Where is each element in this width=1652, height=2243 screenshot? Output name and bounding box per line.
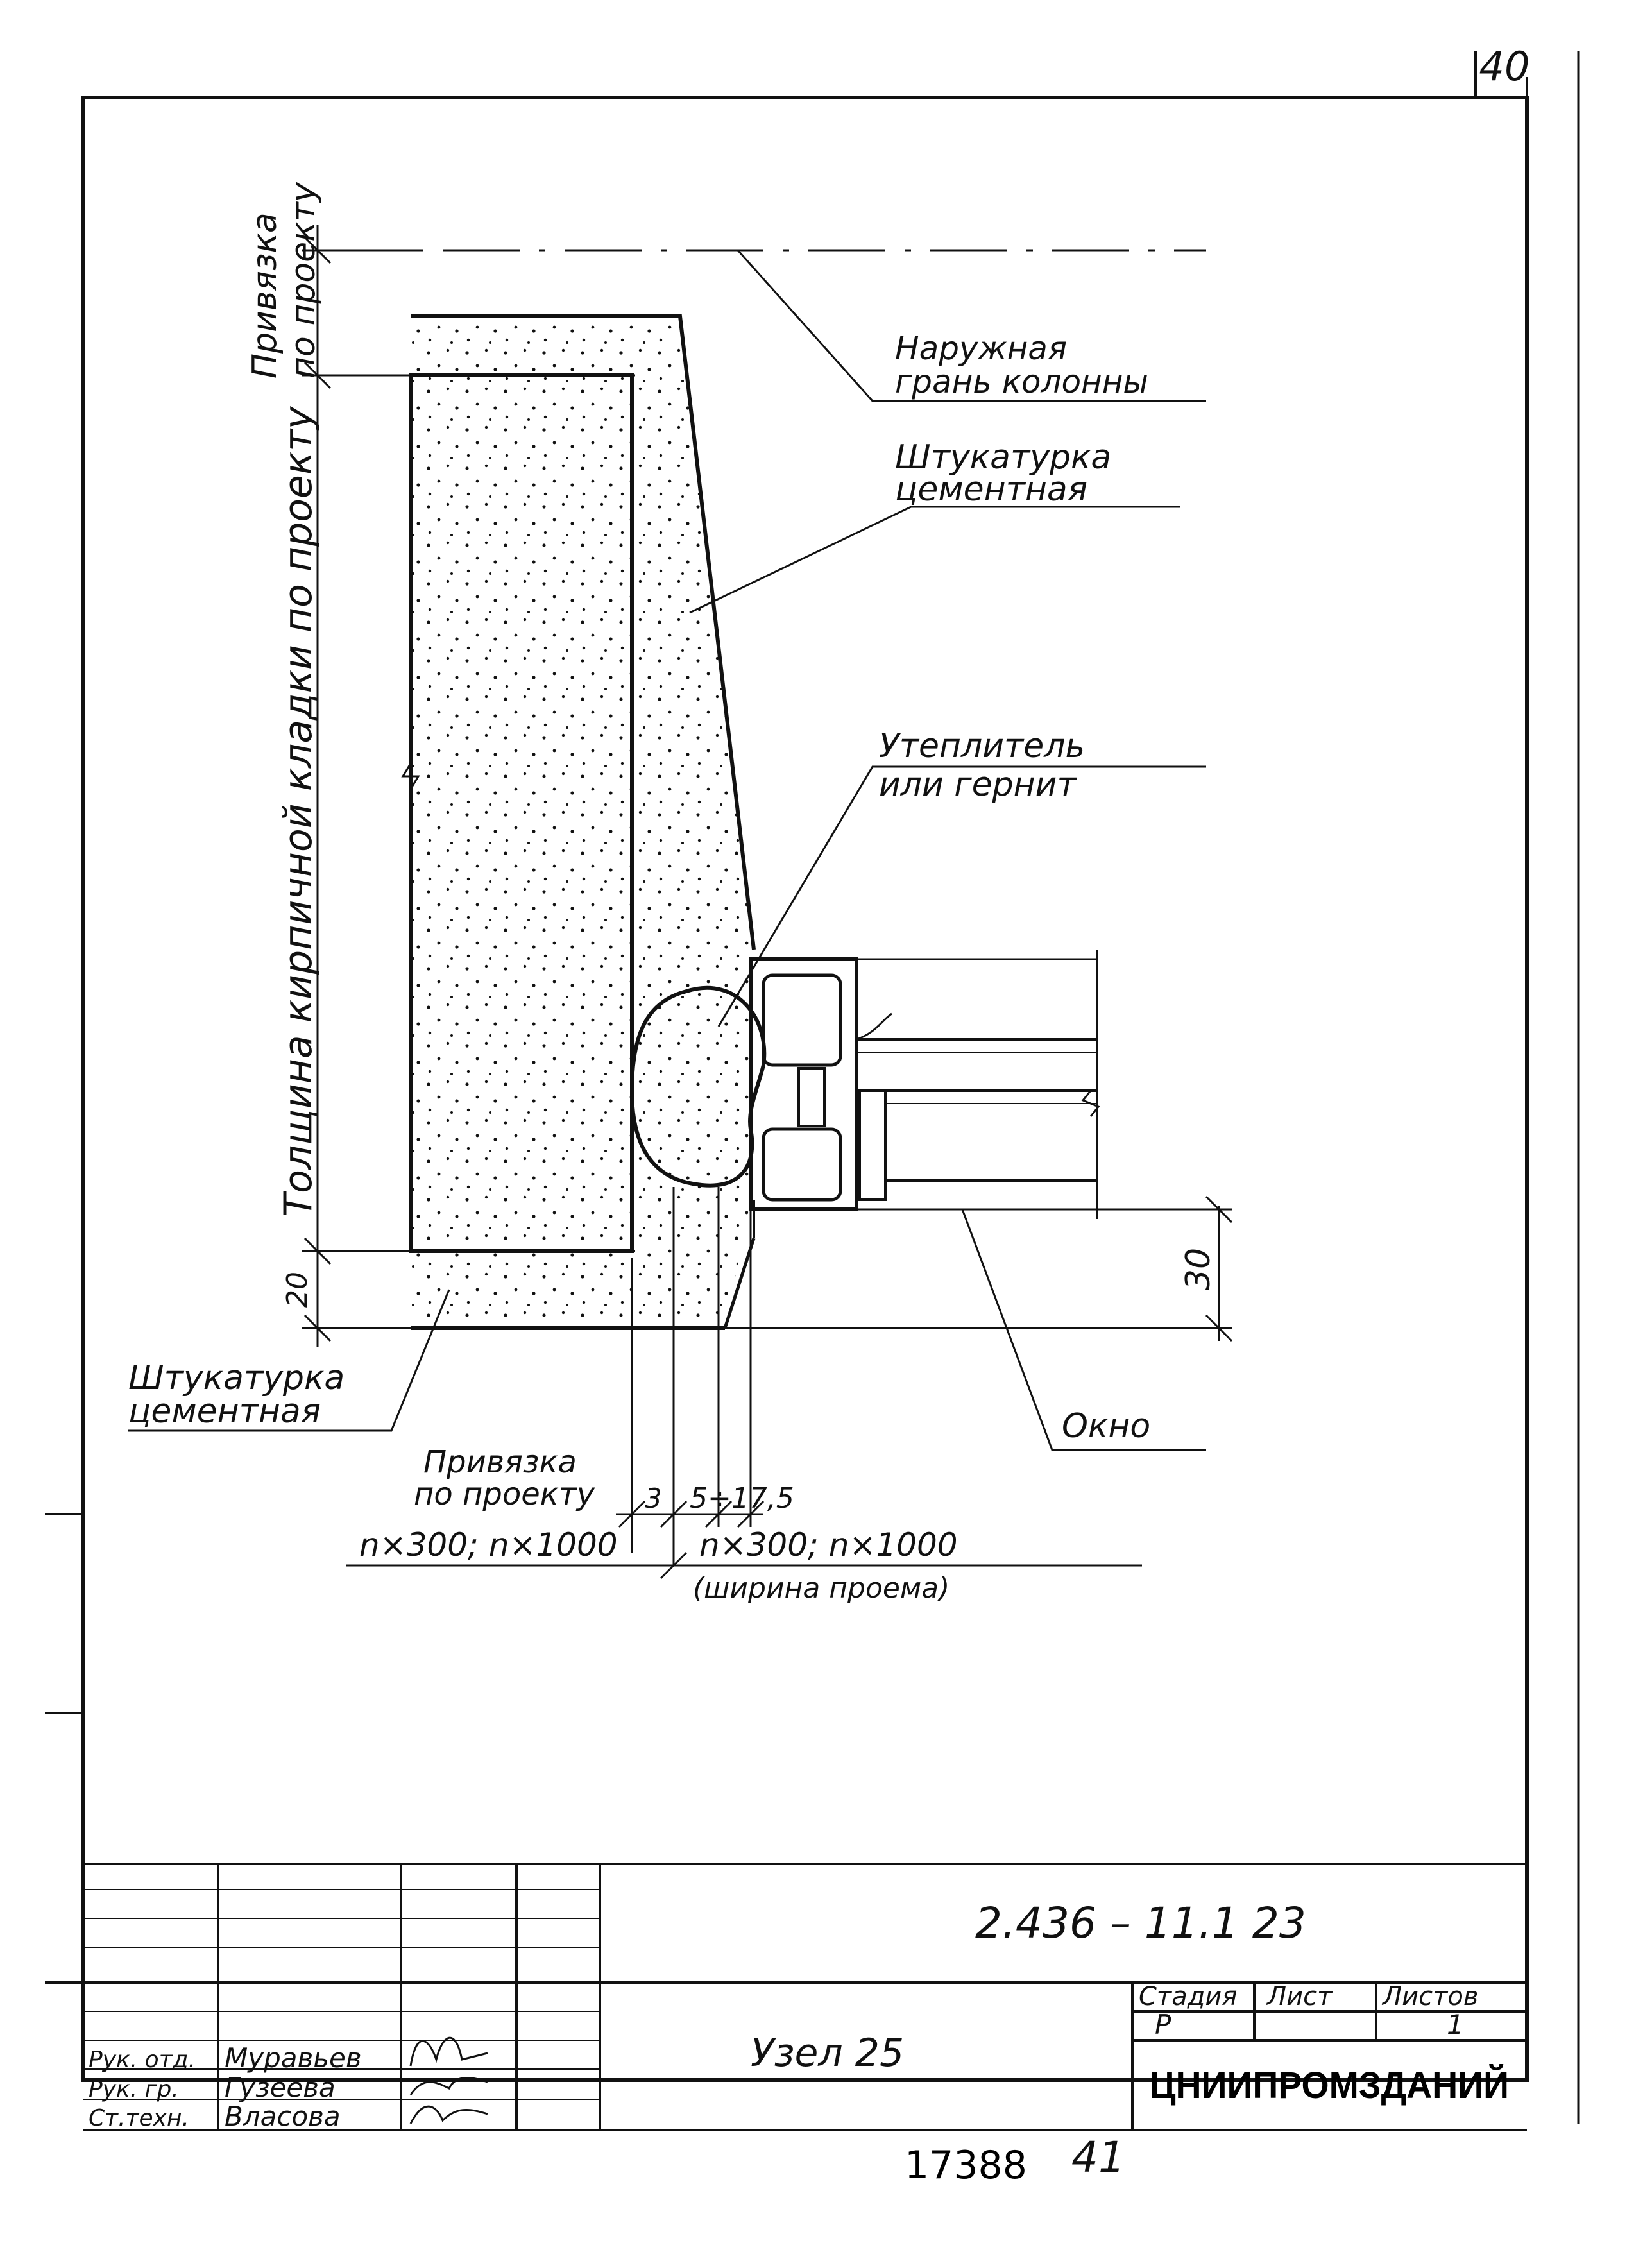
window-frame-profile: [749, 957, 1100, 1211]
organization-name: ЦНИИПРОМЗДАНИЙ: [1150, 2065, 1509, 2106]
dimension-lines: [302, 225, 1233, 1580]
dimension-30: 30: [1179, 1248, 1218, 1290]
dimension-3: 3: [645, 1483, 662, 1514]
cement-plaster-body: [411, 316, 754, 1328]
leader-lines: [128, 250, 1206, 1451]
drawing-frame: [45, 51, 1580, 2131]
dimension-module-right: n×300; n×1000: [699, 1526, 958, 1564]
footer-page: 41: [1071, 2133, 1125, 2182]
sheet-header: Лист: [1266, 1982, 1333, 2011]
stage-value: Р: [1155, 2009, 1171, 2040]
label-column-face-line2: грань колонны: [895, 363, 1148, 400]
stage-header: Стадия: [1139, 1982, 1237, 2011]
sheets-value: 1: [1447, 2009, 1464, 2040]
footer-number: 17388: [905, 2143, 1027, 2188]
label-plaster-top-line2: цементная: [895, 470, 1087, 509]
role-3: Ст.техн.: [89, 2105, 189, 2131]
role-1: Рук. отд.: [89, 2047, 196, 2073]
role-2: Рук. гр.: [89, 2076, 179, 2102]
drawing-title: Узел 25: [751, 2031, 904, 2076]
label-wall-thickness: Толщина кирпичной кладки по проекту: [276, 405, 321, 1217]
label-insulation-line1: Утеплитель: [879, 727, 1085, 765]
break-mark: [401, 763, 420, 790]
document-code: 2.436 – 11.1 23: [975, 1898, 1306, 1948]
label-plaster-bottom-line2: цементная: [128, 1392, 321, 1431]
label-binding-top-line2: по проекту: [284, 182, 323, 379]
dimension-20: 20: [281, 1272, 314, 1308]
label-binding-bottom-line1: Привязка: [423, 1444, 577, 1480]
sheet-number: 40: [1479, 43, 1530, 90]
name-1: Муравьев: [225, 2042, 362, 2074]
title-block: [83, 1863, 1527, 2130]
label-column-face-line1: Наружная: [895, 330, 1067, 367]
label-binding-top-line1: Привязка: [246, 212, 284, 379]
label-plaster-bottom-line1: Штукатурка: [128, 1359, 345, 1397]
dimension-module-left: n×300; n×1000: [359, 1526, 618, 1564]
signatures: [409, 2036, 488, 2124]
dimension-range: 5÷17,5: [690, 1482, 794, 1515]
name-3: Власова: [225, 2101, 341, 2132]
label-plaster-top-line1: Штукатурка: [895, 438, 1111, 477]
name-2: Гузеева: [225, 2072, 336, 2103]
label-insulation-line2: или гернит: [879, 765, 1077, 804]
label-binding-bottom-line2: по проекту: [414, 1476, 595, 1512]
dimension-opening-width: (ширина проема): [693, 1572, 949, 1605]
sheets-header: Листов: [1381, 1982, 1478, 2011]
label-window: Окно: [1062, 1407, 1150, 1446]
